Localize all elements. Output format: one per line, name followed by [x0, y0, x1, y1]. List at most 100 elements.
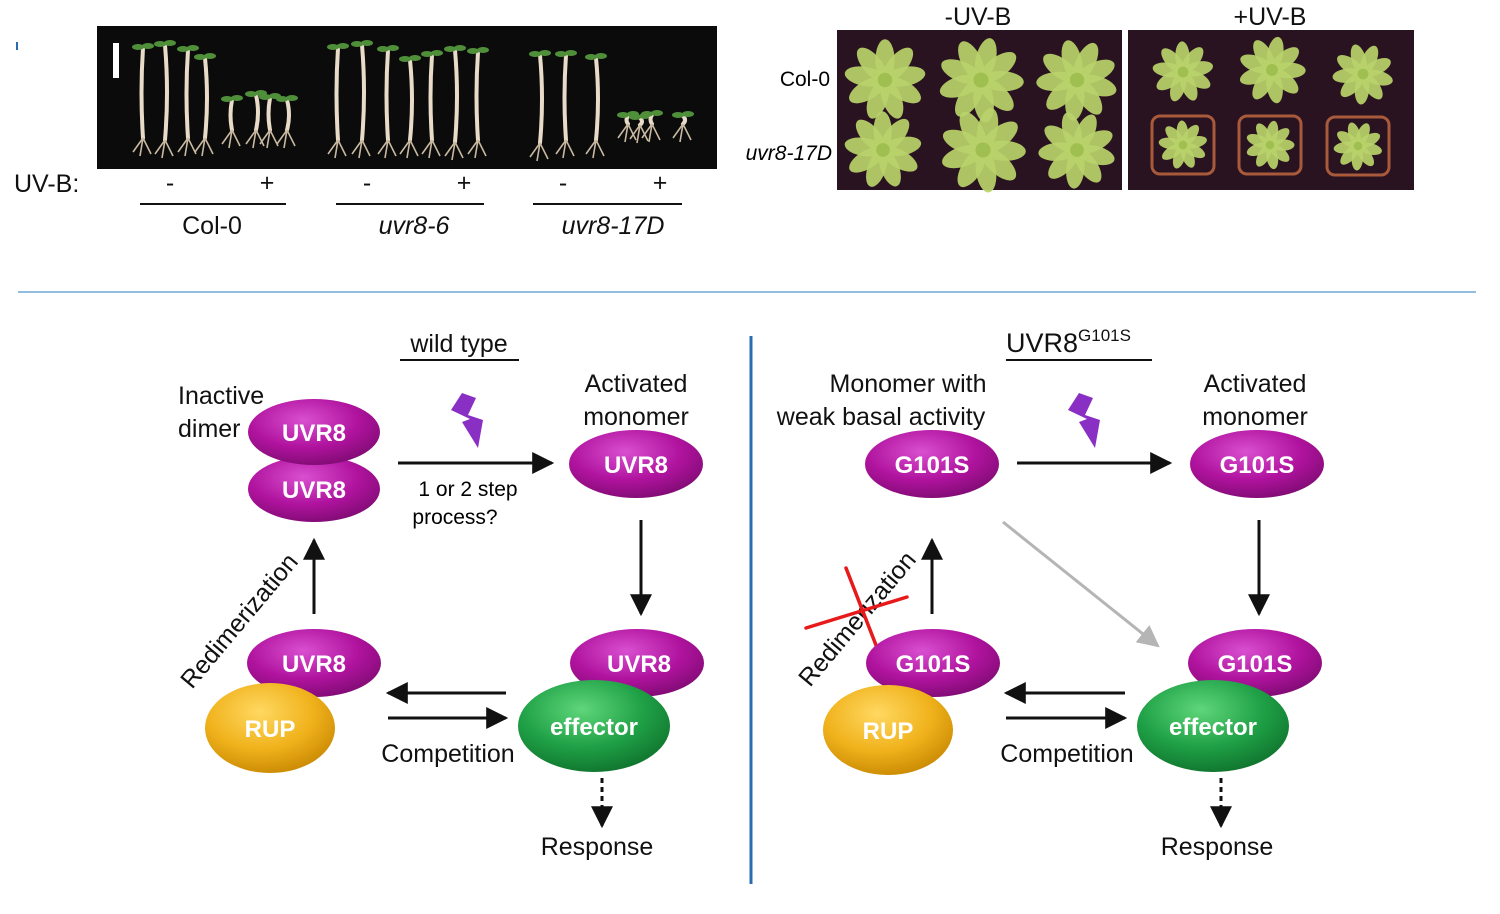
rosette-3	[844, 111, 922, 187]
inactive-dimer-label-2: dimer	[178, 415, 241, 443]
basal-monomer-label-2: weak basal activity	[776, 403, 986, 431]
scale-bar	[113, 43, 119, 78]
process-label-1: 1 or 2 step	[418, 478, 517, 501]
effector-ellipse-mutant	[1137, 680, 1289, 772]
rosette-0	[844, 39, 926, 119]
rosette-8	[1332, 44, 1393, 105]
wild-type-scheme: wild type Inactive dimer UVR8 UVR8 1 or …	[175, 330, 704, 861]
seedling-7	[276, 95, 298, 149]
uvb-row-label: UV-B:	[14, 170, 79, 198]
uvr8-dimer-top: UVR8	[282, 420, 346, 447]
genotype-uvr8-17d: uvr8-17D	[562, 212, 665, 240]
seedling-11	[399, 55, 421, 159]
competition-label: Competition	[381, 740, 514, 768]
basal-monomer-label-1: Monomer with	[830, 370, 987, 398]
seedling-9	[351, 40, 373, 159]
rosette-plants	[844, 36, 1393, 193]
uvr8-dimer-bottom-ellipse	[248, 456, 380, 522]
rosette-7	[1239, 36, 1306, 104]
rosette-5	[1038, 112, 1115, 189]
row-col0: Col-0	[780, 68, 830, 91]
mutant-title: UVR8G101S	[1006, 326, 1131, 358]
column-plus-uvb: +UV-B	[1234, 3, 1307, 31]
uvb-plus-3: +	[653, 169, 668, 197]
g101s-activated-monomer: G101S	[1220, 452, 1295, 479]
uvr8-dimer-bottom: UVR8	[282, 477, 346, 504]
seedling-20	[641, 110, 663, 143]
competition-label-mutant: Competition	[1000, 740, 1133, 768]
mutant-title-main: UVR8	[1006, 328, 1078, 358]
seedling-21	[672, 111, 694, 143]
seedling-2	[177, 45, 199, 157]
effector-mutant: effector	[1169, 714, 1257, 741]
seedling-3	[194, 53, 216, 157]
uvr8-rup-bound-ellipse	[247, 629, 381, 697]
rosette-4	[942, 107, 1026, 193]
rosette-9	[1150, 114, 1216, 176]
response-label: Response	[541, 833, 654, 861]
uvb-minus-3: -	[559, 169, 567, 197]
uvr8-dimer-top-ellipse	[248, 399, 380, 465]
seedling-plants	[132, 40, 694, 162]
wild-type-title: wild type	[409, 330, 507, 358]
g101s-effector-bound-ellipse	[1188, 629, 1322, 697]
g101s-basal-ellipse	[865, 430, 999, 498]
seedling-12	[421, 50, 443, 159]
column-minus-uvb: -UV-B	[945, 3, 1012, 31]
uvb-plus-2: +	[457, 169, 472, 197]
seedling-16	[555, 50, 577, 159]
rosette-2	[1036, 40, 1117, 121]
uvr8-rup-bound: UVR8	[282, 651, 346, 678]
rosette-10	[1237, 114, 1303, 176]
response-label-mutant: Response	[1161, 833, 1274, 861]
process-label-2: process?	[412, 506, 497, 529]
activated-monomer-label-2: monomer	[583, 403, 689, 431]
uvr8-effector-bound: UVR8	[607, 651, 671, 678]
g101s-rup-bound: G101S	[896, 651, 971, 678]
uvr8-monomer: UVR8	[604, 452, 668, 479]
activated-monomer-label-mutant-1: Activated	[1204, 370, 1307, 398]
genotype-col0: Col-0	[182, 212, 242, 240]
seedling-panel: UV-B: - + - + - + Col-0 uvr8-6 uvr8-17D	[14, 26, 717, 240]
uvb-minus-1: -	[166, 169, 174, 197]
g101s-basal-monomer: G101S	[895, 452, 970, 479]
uvr8-effector-bound-ellipse	[570, 629, 704, 697]
seedling-0	[132, 43, 154, 157]
g101s-effector-bound: G101S	[1218, 651, 1293, 678]
corner-mark	[16, 42, 18, 50]
g101s-activated-ellipse	[1190, 430, 1324, 498]
basal-activity-arrow	[1002, 520, 1160, 648]
seedling-17	[585, 53, 607, 159]
genotype-uvr8-6: uvr8-6	[379, 212, 450, 240]
mutant-scheme: UVR8G101S Monomer with weak basal activi…	[776, 326, 1324, 861]
activated-monomer-label-mutant-2: monomer	[1202, 403, 1308, 431]
rosette-panel: -UV-B +UV-B Col-0 uvr8-17D	[746, 3, 1414, 193]
rosette-6	[1152, 41, 1214, 102]
seedling-1	[154, 40, 176, 159]
uvb-plus-1: +	[260, 169, 275, 197]
uvb-lightning-icon-mutant	[1068, 393, 1100, 448]
seedling-4	[221, 95, 243, 149]
activated-monomer-label-1: Activated	[585, 370, 688, 398]
uvb-lightning-icon	[451, 393, 483, 448]
rosette-1	[939, 38, 1024, 123]
rosette-11	[1325, 115, 1391, 177]
seedling-15	[529, 50, 551, 162]
seedling-8	[327, 43, 349, 159]
effector: effector	[550, 714, 638, 741]
mutant-title-superscript: G101S	[1078, 326, 1131, 345]
rup-ellipse	[205, 683, 335, 773]
rup-ellipse-mutant	[823, 685, 953, 775]
g101s-rup-bound-ellipse	[866, 629, 1000, 697]
row-uvr8-17d: uvr8-17D	[746, 142, 832, 165]
rup-mutant: RUP	[863, 718, 914, 745]
blocked-redimerization-cross-icon	[804, 566, 909, 660]
seedling-13	[444, 45, 466, 161]
seedling-10	[377, 45, 399, 159]
effector-ellipse	[518, 680, 670, 772]
uvr8-monomer-ellipse	[569, 430, 703, 498]
seedling-14	[467, 47, 489, 159]
rup: RUP	[245, 716, 296, 743]
uvb-minus-2: -	[363, 169, 371, 197]
